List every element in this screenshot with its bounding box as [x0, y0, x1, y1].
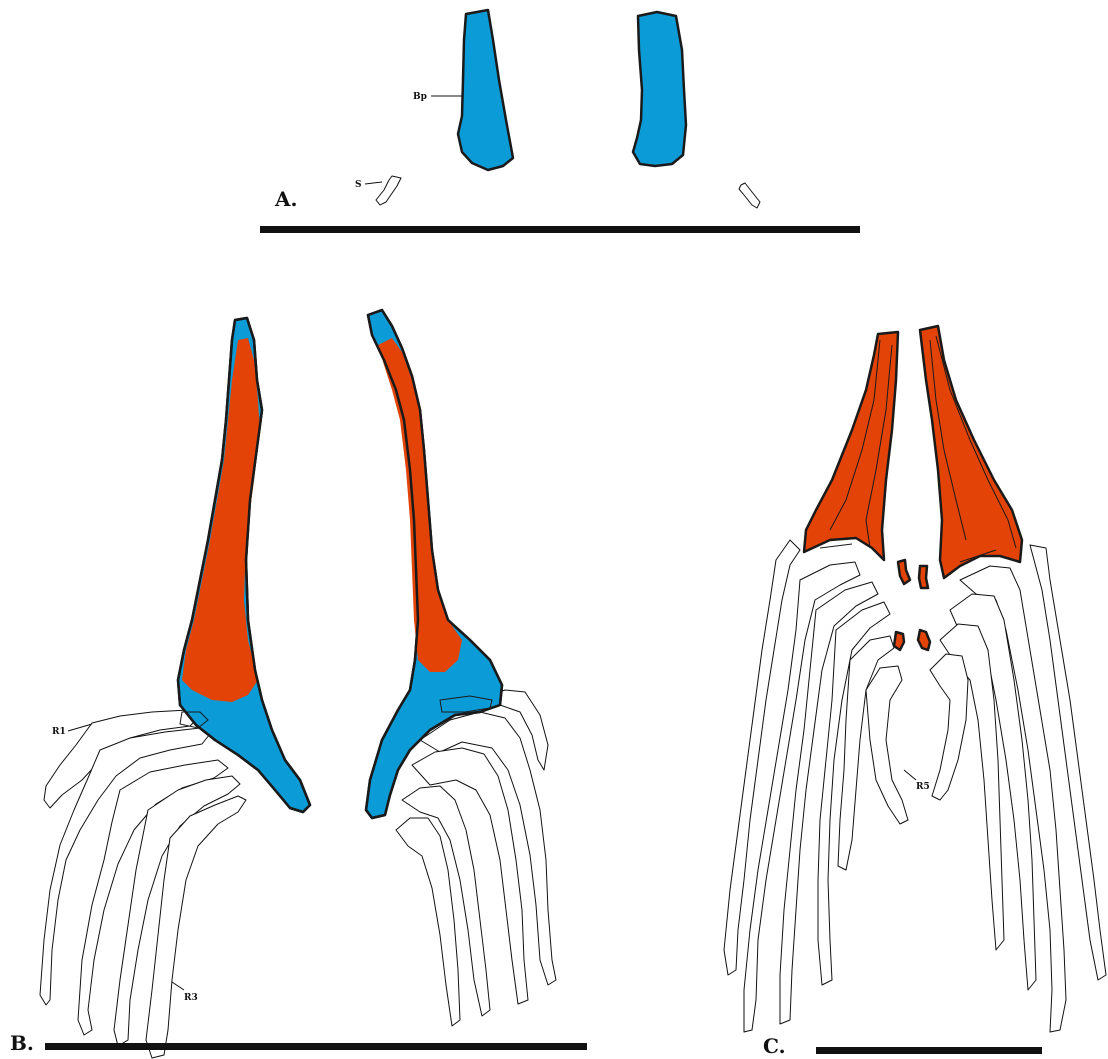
ossicle [918, 630, 930, 650]
label-leader-r3 [172, 982, 184, 990]
basipterygium-right [633, 12, 686, 166]
label-leader-s [365, 182, 382, 184]
fin-ray [396, 818, 460, 1026]
ossification-left-c [804, 332, 898, 560]
panel-c: R5 C. [724, 326, 1106, 1058]
scale-bar-a [260, 226, 860, 233]
label-r5: R5 [916, 782, 930, 792]
label-s: S [355, 180, 362, 190]
ossicles [894, 560, 930, 650]
scale-bar-c [816, 1047, 1042, 1054]
label-r3: R3 [184, 993, 198, 1003]
small-bone-left [376, 176, 401, 205]
panel-letter-c: C. [763, 1034, 786, 1058]
ossification-right-c [920, 326, 1022, 578]
ossicle [919, 566, 928, 588]
scale-bar-b [45, 1043, 587, 1050]
label-leader-r5 [904, 770, 916, 780]
panel-letter-b: B. [10, 1031, 34, 1055]
small-bone-right [739, 183, 760, 208]
fin-ray [866, 666, 908, 824]
basipterygium-left-c [804, 332, 898, 560]
fin-rays-c [724, 540, 1106, 1032]
ossicle [898, 560, 910, 584]
basipterygium-left [458, 10, 513, 170]
fin-rays-left [40, 710, 246, 1058]
label-bp: Bp [413, 92, 427, 102]
basipterygium-right-c [920, 326, 1022, 578]
ossicle [894, 632, 904, 650]
panel-b: R1 R3 B. [10, 310, 587, 1058]
label-r1: R1 [52, 727, 66, 737]
panel-letter-a: A. [274, 187, 297, 211]
fin-ray [930, 654, 968, 800]
panel-a: Bp S A. [260, 10, 860, 233]
